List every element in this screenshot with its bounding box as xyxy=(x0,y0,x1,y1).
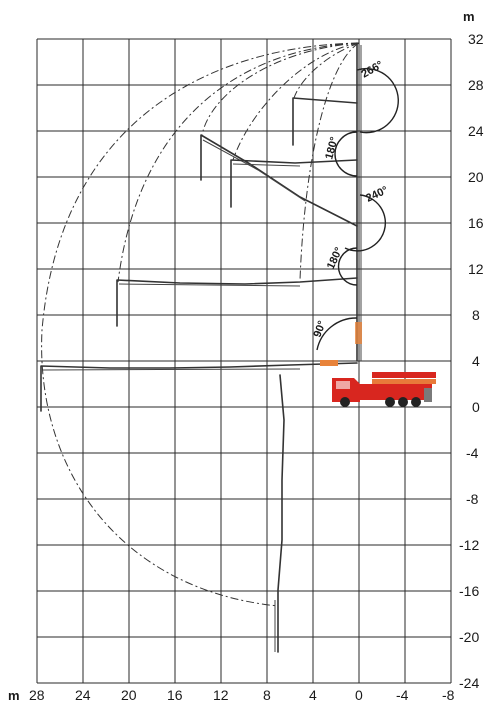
angle-arc-266 xyxy=(356,67,399,134)
angle-label-266: 266° xyxy=(360,59,386,81)
envelope-4 xyxy=(232,42,360,161)
angle-label-180-mid: 180° xyxy=(325,246,345,272)
y-tick-label: 20 xyxy=(468,169,484,185)
x-tick-label: -8 xyxy=(442,687,455,703)
x-tick-label: 20 xyxy=(121,687,137,703)
y-tick-label: -8 xyxy=(466,491,479,507)
x-axis-unit: m xyxy=(8,688,20,703)
x-tick-label: 16 xyxy=(167,687,183,703)
angle-indicators xyxy=(316,67,399,351)
x-tick-label: -4 xyxy=(396,687,409,703)
x-axis: m 28 24 20 16 12 8 4 0 -4 -8 xyxy=(8,687,455,703)
envelope-5 xyxy=(293,42,360,99)
envelope-2 xyxy=(117,42,360,283)
angle-arc-90 xyxy=(316,317,358,351)
y-tick-label: 32 xyxy=(468,31,484,47)
y-tick-label: 8 xyxy=(472,307,480,323)
angle-arc-180-top xyxy=(334,131,358,177)
boom-config-horizontal-4m xyxy=(40,362,358,412)
angle-label-180-top: 180° xyxy=(323,136,340,161)
y-tick-label: 0 xyxy=(472,399,480,415)
y-axis-unit: m xyxy=(463,9,475,24)
x-tick-label: 8 xyxy=(263,687,271,703)
max-reach-envelope xyxy=(41,42,360,607)
angle-arc-240 xyxy=(344,194,387,252)
x-tick-label: 24 xyxy=(75,687,91,703)
mast xyxy=(355,42,362,362)
y-tick-label: 28 xyxy=(468,77,484,93)
angle-arc-180-mid xyxy=(337,247,358,286)
y-tick-label: 12 xyxy=(468,261,484,277)
x-tick-label: 12 xyxy=(213,687,229,703)
boom-config-diagonal-1 xyxy=(200,134,358,227)
boom-config-upper xyxy=(292,97,358,146)
angle-label-90: 90° xyxy=(312,319,329,339)
y-tick-label: -12 xyxy=(459,537,479,553)
y-axis: m 32 28 24 20 16 12 8 4 0 -4 -8 -12 -16 … xyxy=(459,9,484,691)
boom-config-vertical-down xyxy=(274,374,285,653)
envelope-6 xyxy=(299,42,360,281)
y-tick-label: 4 xyxy=(472,353,480,369)
pump-truck xyxy=(320,360,436,407)
reach-envelopes xyxy=(41,42,360,607)
y-tick-label: -24 xyxy=(459,675,479,691)
y-tick-label: -4 xyxy=(466,445,479,461)
y-tick-label: -16 xyxy=(459,583,479,599)
x-tick-label: 4 xyxy=(309,687,317,703)
envelope-3 xyxy=(201,42,360,136)
y-tick-label: 16 xyxy=(468,215,484,231)
grid xyxy=(36,38,452,684)
boom-config-horizontal-12m xyxy=(116,277,358,327)
boom-config-diagonal-2 xyxy=(230,159,358,208)
y-tick-label: -20 xyxy=(459,629,479,645)
x-tick-label: 0 xyxy=(355,687,363,703)
x-tick-label: 28 xyxy=(29,687,45,703)
y-tick-label: 24 xyxy=(468,123,484,139)
angle-label-240: 240° xyxy=(364,184,390,204)
